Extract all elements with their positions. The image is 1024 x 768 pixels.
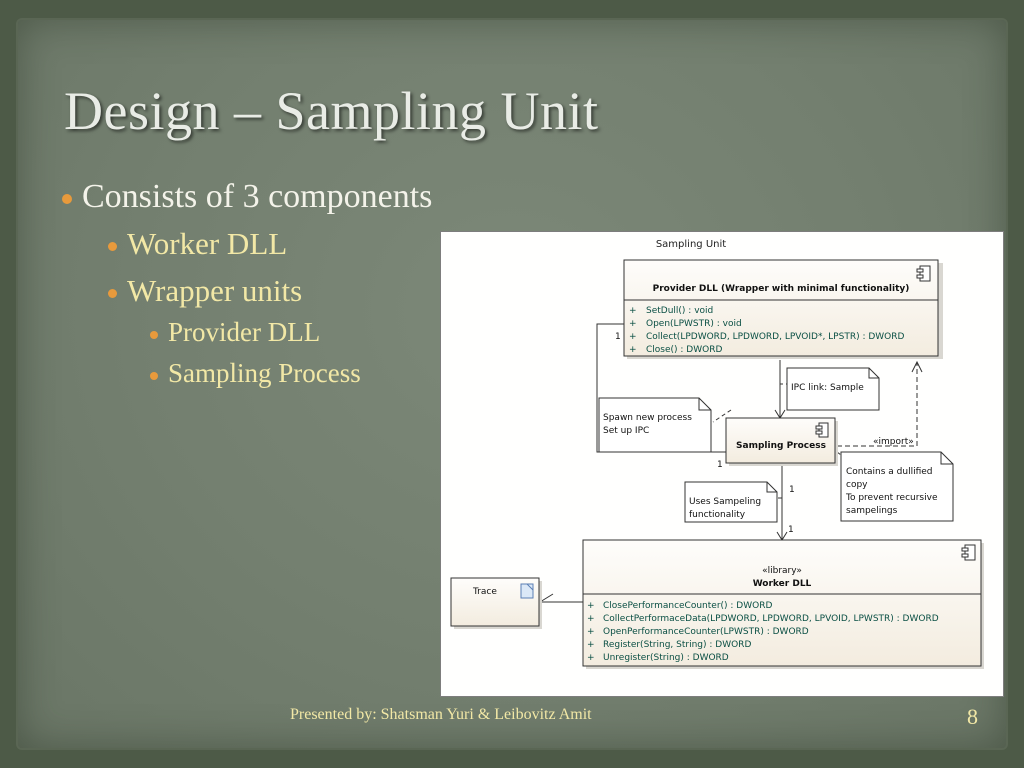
footer-presenters: Presented by: Shatsman Yuri & Leibovitz … (290, 706, 592, 723)
worker-method: Unregister(String) : DWORD (603, 653, 729, 663)
svg-text:copy: copy (846, 480, 868, 490)
component-icon (961, 544, 976, 561)
visibility-marker: + (587, 601, 595, 611)
document-icon (520, 583, 534, 599)
visibility-marker: + (629, 319, 637, 329)
note-spawn: Spawn new process Set up IPC (598, 397, 712, 453)
multiplicity-label: 1 (615, 332, 621, 342)
svg-text:Spawn new process: Spawn new process (603, 413, 692, 423)
bullet-dot-icon (150, 330, 158, 339)
diagram-title: Sampling Unit (656, 239, 726, 250)
trace-label: Trace (472, 587, 497, 597)
import-arrowhead (911, 360, 923, 373)
svg-text:IPC link: Sample: IPC link: Sample (791, 383, 864, 393)
page-number: 8 (967, 704, 978, 729)
provider-method: Close() : DWORD (646, 345, 722, 355)
trace-link-tick (539, 593, 554, 603)
worker-stereotype: «library» (762, 566, 802, 576)
provider-method: Collect(LPDWORD, LPDWORD, LPVOID*, LPSTR… (646, 332, 905, 342)
visibility-marker: + (629, 332, 637, 342)
sampling-process-name: Sampling Process (736, 441, 826, 451)
note-ipc: IPC link: Sample (786, 367, 880, 411)
bullet-dot-icon (62, 194, 72, 205)
svg-text:Set up IPC: Set up IPC (603, 426, 649, 436)
bullet-components: Consists of 3 components (62, 178, 432, 216)
provider-dll-component: Provider DLL (Wrapper with minimal funct… (615, 259, 943, 359)
multiplicity-label: 1 (789, 485, 795, 495)
visibility-marker: + (587, 627, 595, 637)
svg-text:sampelings: sampelings (846, 506, 898, 516)
svg-text:To prevent recursive: To prevent recursive (845, 493, 938, 503)
multiplicity-label: 1 (788, 525, 794, 535)
svg-text:functionality: functionality (689, 510, 746, 520)
worker-method: CollectPerformaceData(LPDWORD, LPDWORD, … (603, 614, 939, 624)
bullet-provider-dll: Provider DLL (150, 317, 320, 348)
note-anchor (712, 409, 732, 423)
worker-method: Register(String, String) : DWORD (603, 640, 751, 650)
note-dullified: Contains a dullified copy To prevent rec… (840, 451, 954, 522)
worker-method: OpenPerformanceCounter(LPWSTR) : DWORD (603, 627, 809, 637)
visibility-marker: + (587, 640, 595, 650)
bullet-worker-dll: Worker DLL (108, 226, 287, 262)
import-label: «import» (873, 437, 914, 447)
worker-dll-component: «library» Worker DLL + ClosePerformanceC… (582, 539, 984, 669)
bullet-sampling-process: Sampling Process (150, 358, 361, 389)
sampling-process-component: Sampling Process (725, 417, 838, 466)
visibility-marker: + (629, 306, 637, 316)
bullet-dot-icon (108, 289, 117, 299)
worker-method: ClosePerformanceCounter() : DWORD (603, 601, 772, 611)
uml-diagram: Sampling Unit (440, 231, 1004, 697)
svg-text:Contains a dullified: Contains a dullified (846, 467, 933, 477)
worker-dll-name: Worker DLL (753, 579, 812, 589)
provider-dll-name: Provider DLL (Wrapper with minimal funct… (653, 284, 910, 294)
import-dependency (837, 362, 918, 447)
visibility-marker: + (587, 653, 595, 663)
provider-method: Open(LPWSTR) : void (646, 319, 742, 329)
note-uses-sampeling: Uses Sampeling functionality (684, 481, 778, 523)
bullet-dot-icon (150, 371, 158, 380)
bullet-dot-icon (108, 242, 117, 252)
slide-title: Design – Sampling Unit (64, 81, 599, 141)
component-icon (916, 265, 931, 282)
trace-element: Trace (450, 577, 542, 629)
multiplicity-label: 1 (717, 460, 723, 470)
component-icon (815, 422, 829, 438)
bullet-wrapper-units: Wrapper units (108, 273, 302, 309)
provider-method: SetDull() : void (646, 306, 713, 316)
visibility-marker: + (629, 345, 637, 355)
visibility-marker: + (587, 614, 595, 624)
svg-text:Uses Sampeling: Uses Sampeling (689, 497, 761, 507)
